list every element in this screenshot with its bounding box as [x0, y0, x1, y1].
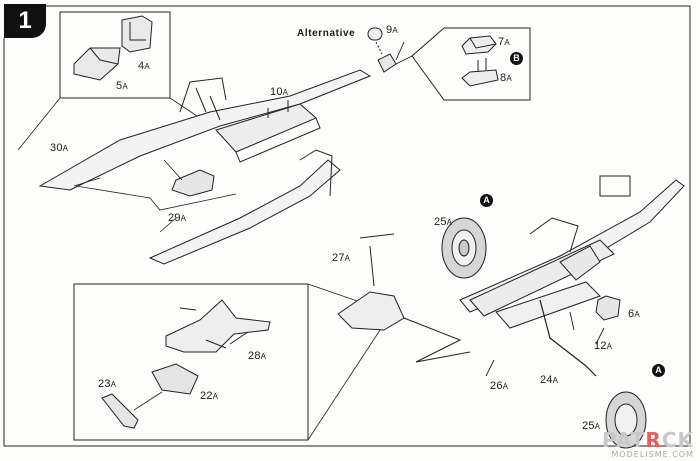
watermark-logo: PATRCK: [602, 428, 694, 452]
arrow-lines: [229, 41, 605, 377]
part-9a-shape: [367, 27, 397, 73]
label-part-9a: 9A: [386, 24, 398, 36]
part-5a-shape: [73, 47, 121, 81]
marker-a-bottom: A: [652, 364, 665, 377]
watermark: PATRCK MODELISME.COM: [602, 430, 694, 459]
lower-gun-assembly: [459, 179, 685, 377]
label-part-24a: 24A: [540, 374, 559, 386]
alternative-detail-box: [411, 27, 531, 101]
part-22a-shape: [151, 363, 199, 395]
wheel-25a-bottom: [605, 391, 647, 449]
label-part-28a: 28A: [248, 350, 267, 362]
wheel-25a-top: [441, 217, 487, 279]
spade-assembly: [337, 233, 471, 363]
page-frame: [3, 5, 691, 447]
marker-b: B: [510, 52, 523, 65]
alternative-label: Alternative: [297, 28, 356, 39]
label-part-26a: 26A: [490, 380, 509, 392]
label-part-29a: 29A: [168, 212, 187, 224]
label-part-12a: 12A: [594, 340, 613, 352]
label-part-7a: 7A: [498, 36, 510, 48]
part-7a-shape: [461, 35, 497, 55]
small-callout-box: [599, 175, 631, 197]
part-28a-shape: [165, 299, 271, 353]
label-part-25a-bottom: 25A: [582, 420, 601, 432]
label-part-30a: 30A: [50, 142, 69, 154]
label-part-22a: 22A: [200, 390, 219, 402]
upper-trail-assembly: [38, 69, 372, 265]
label-part-10a: 10A: [270, 86, 289, 98]
detail-box-spade: [73, 283, 309, 441]
label-part-25a-top: 25A: [434, 216, 453, 228]
label-part-23a: 23A: [98, 378, 117, 390]
part-8a-shape: [461, 58, 499, 87]
label-part-27a: 27A: [332, 252, 351, 264]
detail-box-leader: [17, 97, 201, 151]
watermark-subtext: MODELISME.COM: [611, 450, 694, 459]
part-23a-shape: [101, 393, 139, 429]
detail-box-armor-plates: [59, 11, 171, 99]
label-part-5a: 5A: [116, 80, 128, 92]
label-part-4a: 4A: [138, 60, 150, 72]
step-number-badge: 1: [4, 4, 46, 38]
part-4a-shape: [121, 15, 153, 53]
label-part-6a: 6A: [628, 308, 640, 320]
marker-a-top: A: [480, 194, 493, 207]
label-part-8a: 8A: [500, 72, 512, 84]
